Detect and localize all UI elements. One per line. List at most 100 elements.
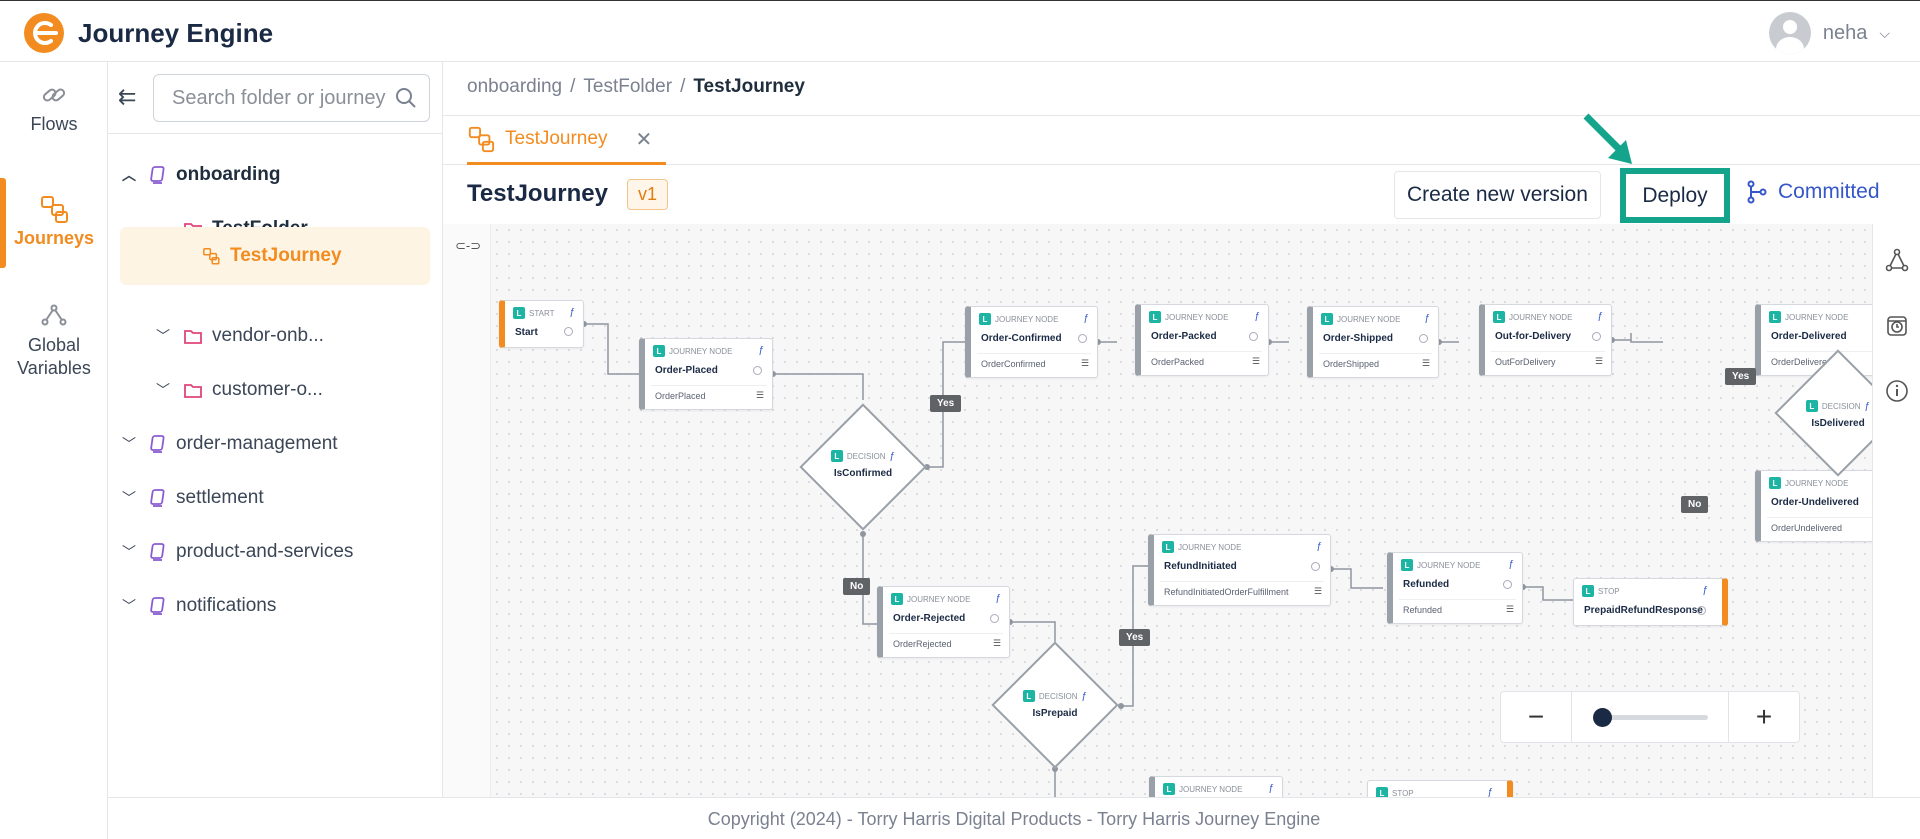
info-icon[interactable] (1311, 562, 1320, 571)
rail-item-global-variables[interactable]: Global Variables (0, 300, 108, 380)
journey-group-icon (150, 166, 166, 184)
list-icon[interactable]: ☰ (1313, 586, 1322, 596)
tree-item-order-management[interactable]: ﹀ order-management (120, 415, 430, 473)
info-icon[interactable] (1885, 379, 1909, 403)
chevron-down-icon[interactable]: ⌵ (1879, 24, 1890, 41)
close-icon[interactable]: ✕ (635, 128, 653, 151)
info-icon[interactable] (753, 366, 762, 375)
tree-item-vendor-onboarding[interactable]: ﹀ vendor-onb... (120, 307, 430, 365)
list-icon[interactable]: ☰ (1080, 358, 1089, 368)
search-icon[interactable] (395, 87, 417, 109)
info-icon[interactable] (1419, 334, 1428, 343)
function-icon[interactable]: ƒ (1083, 313, 1089, 324)
function-icon[interactable]: ƒ (1508, 559, 1514, 570)
tree-item-testjourney-content[interactable]: TestJourney (120, 227, 430, 285)
chevron-down-icon[interactable]: ﹀ (122, 598, 136, 614)
breadcrumb-onboarding[interactable]: onboarding (467, 76, 563, 97)
info-icon[interactable] (1697, 606, 1706, 615)
function-icon[interactable]: ƒ (1316, 541, 1322, 552)
list-icon[interactable]: ☰ (1421, 358, 1430, 368)
create-new-version-button[interactable]: Create new version (1394, 171, 1601, 219)
chevron-up-icon[interactable]: ︿ (122, 167, 136, 183)
function-icon[interactable]: ƒ (1254, 311, 1260, 322)
brand[interactable]: Journey Engine (22, 11, 273, 55)
tree-item-settlement[interactable]: ﹀ settlement (120, 469, 430, 527)
history-icon[interactable] (1885, 314, 1909, 338)
layout-graph-icon[interactable] (1885, 248, 1909, 272)
zoom-in-button[interactable]: + (1729, 691, 1799, 743)
chevron-down-icon[interactable]: ﹀ (122, 436, 136, 452)
list-icon[interactable]: ☰ (1251, 356, 1260, 366)
info-icon[interactable] (1592, 332, 1601, 341)
tree-item-notifications[interactable]: ﹀ notifications (120, 577, 430, 635)
tree-item-onboarding[interactable]: ︿ onboarding (120, 146, 430, 204)
function-icon[interactable]: ƒ (1597, 311, 1603, 322)
zoom-handle[interactable] (1592, 708, 1612, 727)
tree-item-product-and-services[interactable]: ﹀ product-and-services (120, 523, 430, 581)
chevron-down-icon[interactable]: ﹀ (156, 328, 170, 344)
zoom-slider[interactable] (1571, 691, 1729, 743)
list-icon[interactable]: ☰ (992, 638, 1001, 648)
deploy-button[interactable]: Deploy (1620, 168, 1730, 223)
rail-item-flows[interactable]: Flows (0, 80, 108, 135)
function-icon[interactable]: ƒ (1424, 313, 1430, 324)
breadcrumb-testfolder[interactable]: TestFolder (583, 76, 673, 97)
link-toggle-icon[interactable]: ⊂-⊃ (455, 238, 482, 253)
breadcrumb-separator: / (680, 76, 686, 97)
avatar[interactable] (1768, 12, 1811, 54)
node-type: JOURNEY NODE (1337, 314, 1401, 324)
zoom-out-button[interactable]: − (1501, 691, 1571, 743)
info-icon[interactable] (1249, 332, 1258, 341)
chevron-down-icon[interactable]: ﹀ (122, 544, 136, 560)
function-icon[interactable]: ƒ (995, 593, 1001, 604)
committed-status[interactable]: Committed (1746, 180, 1880, 204)
folder-search[interactable] (153, 74, 430, 122)
info-icon[interactable] (990, 614, 999, 623)
info-icon[interactable] (1078, 334, 1087, 343)
user-menu[interactable]: neha ⌵ (1768, 12, 1890, 54)
function-icon[interactable]: ƒ (758, 345, 764, 356)
function-icon[interactable]: ƒ (569, 307, 575, 318)
tree-item-testjourney[interactable] (120, 227, 430, 285)
search-input[interactable] (172, 86, 395, 110)
tab-testjourney[interactable]: TestJourney ✕ (467, 116, 667, 165)
tree-item-customer-onboarding[interactable]: ﹀ customer-o... (120, 361, 430, 419)
info-icon[interactable] (1503, 580, 1512, 589)
function-icon[interactable]: ƒ (1702, 585, 1708, 596)
function-icon[interactable]: ƒ (1864, 400, 1871, 412)
chevron-down-icon[interactable]: ﹀ (156, 382, 170, 398)
info-icon[interactable] (564, 327, 573, 336)
rail-item-journeys[interactable]: Journeys (0, 194, 108, 249)
function-icon[interactable]: ƒ (1268, 783, 1274, 794)
function-icon[interactable]: ƒ (889, 450, 896, 462)
list-icon[interactable]: ☰ (1594, 356, 1603, 366)
function-icon[interactable]: ƒ (1081, 690, 1088, 702)
chevron-down-icon[interactable]: ﹀ (122, 490, 136, 506)
list-icon[interactable]: ☰ (1505, 604, 1514, 614)
list-icon[interactable]: ☰ (755, 390, 764, 400)
collapse-panel-icon[interactable]: ⇇ (118, 84, 137, 109)
tree-label: settlement (176, 487, 264, 508)
top-header: Journey Engine neha ⌵ (0, 0, 1920, 62)
journey-group-icon (150, 597, 166, 615)
tree-label: onboarding (176, 164, 281, 185)
function-icon[interactable]: ƒ (1487, 787, 1493, 797)
node-type: JOURNEY NODE (1785, 312, 1849, 322)
